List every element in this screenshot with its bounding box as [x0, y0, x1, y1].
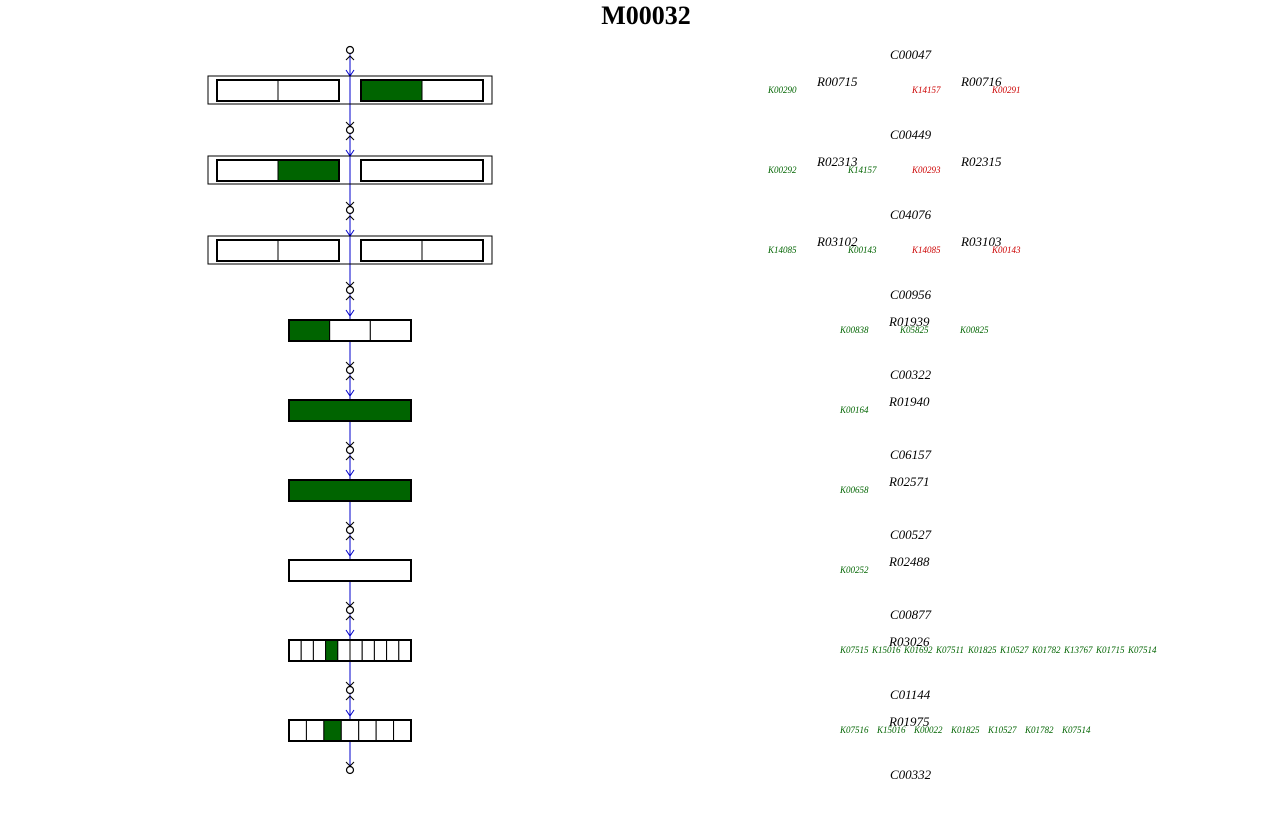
compound-node: [345, 525, 355, 535]
compound-node: [345, 365, 355, 375]
enzyme-cell: [393, 719, 412, 742]
arrow-tail: [345, 615, 355, 621]
enzyme-cell: [360, 159, 484, 182]
enzyme-cell: [329, 319, 371, 342]
enzyme-cell: [323, 719, 342, 742]
enzyme-box-outline: [360, 79, 484, 102]
enzyme-cell: [288, 719, 307, 742]
enzyme-box-outline: [216, 79, 340, 102]
arrow-head: [345, 309, 355, 317]
enzyme-box-outline: [288, 319, 412, 342]
arrow-head: [345, 389, 355, 397]
arrow-tail: [345, 695, 355, 701]
enzyme-cell: [360, 239, 423, 262]
enzyme-box-left: [216, 79, 340, 102]
arrow-tail: [345, 215, 355, 221]
enzyme-cell: [288, 319, 331, 342]
enzyme-cell: [288, 559, 412, 582]
enzyme-cell: [421, 239, 484, 262]
compound-node: [345, 285, 355, 295]
step-blocks: [207, 75, 493, 742]
enzyme-box: [288, 719, 412, 742]
enzyme-box: [288, 479, 412, 502]
arrow-tail: [345, 455, 355, 461]
enzyme-box-outline: [288, 719, 412, 742]
enzyme-box-right: [360, 239, 484, 262]
arrow-head: [345, 469, 355, 477]
enzyme-cell: [358, 719, 377, 742]
enzyme-box-outline: [216, 159, 340, 182]
enzyme-box: [288, 639, 412, 662]
enzyme-cell: [216, 159, 279, 182]
compound-node: [345, 205, 355, 215]
enzyme-cell: [337, 639, 351, 662]
arrow-tail: [345, 535, 355, 541]
enzyme-box-left: [216, 159, 340, 182]
enzyme-cell: [361, 639, 375, 662]
enzyme-box-left: [216, 239, 340, 262]
enzyme-cell: [325, 639, 339, 662]
enzyme-box-right: [360, 79, 484, 102]
step-complex-frame: [207, 75, 493, 105]
enzyme-cell: [360, 79, 423, 102]
enzyme-cell: [373, 639, 388, 662]
compound-node: [345, 45, 355, 55]
enzyme-cell: [277, 79, 340, 102]
compound-node: [345, 605, 355, 615]
enzyme-cell: [288, 479, 412, 502]
enzyme-cell: [369, 319, 412, 342]
enzyme-cell: [398, 639, 412, 662]
enzyme-box-outline: [360, 239, 484, 262]
page-title: M00032: [601, 1, 691, 30]
enzyme-box: [288, 559, 412, 582]
enzyme-box: [288, 319, 412, 342]
arrow-head: [345, 709, 355, 717]
compound-node: [345, 685, 355, 695]
step-complex-frame: [207, 235, 493, 265]
compound-node: [345, 125, 355, 135]
enzyme-box-outline: [288, 399, 412, 422]
enzyme-box-outline: [360, 159, 484, 182]
enzyme-cell: [340, 719, 360, 742]
arrow-head: [345, 549, 355, 557]
compound-node: [345, 765, 355, 775]
enzyme-cell: [300, 639, 314, 662]
compound-node: [345, 445, 355, 455]
arrow-tail: [345, 55, 355, 61]
enzyme-box-outline: [288, 639, 412, 662]
arrow-tail: [345, 295, 355, 301]
enzyme-cell: [312, 639, 327, 662]
enzyme-cell: [288, 639, 302, 662]
arrow-tail: [345, 135, 355, 141]
enzyme-box: [288, 399, 412, 422]
enzyme-box-right: [360, 159, 484, 182]
arrow-tail: [345, 375, 355, 381]
enzyme-box-outline: [216, 239, 340, 262]
enzyme-cell: [421, 79, 484, 102]
enzyme-cell: [216, 239, 279, 262]
enzyme-cell: [277, 239, 340, 262]
arrow-head: [345, 629, 355, 637]
enzyme-box-outline: [288, 479, 412, 502]
enzyme-cell: [375, 719, 395, 742]
enzyme-cell: [288, 399, 412, 422]
enzyme-cell: [305, 719, 325, 742]
enzyme-cell: [216, 79, 279, 102]
enzyme-box-outline: [288, 559, 412, 582]
step-complex-frame: [207, 155, 493, 185]
enzyme-cell: [277, 159, 340, 182]
enzyme-cell: [349, 639, 363, 662]
enzyme-cell: [386, 639, 400, 662]
